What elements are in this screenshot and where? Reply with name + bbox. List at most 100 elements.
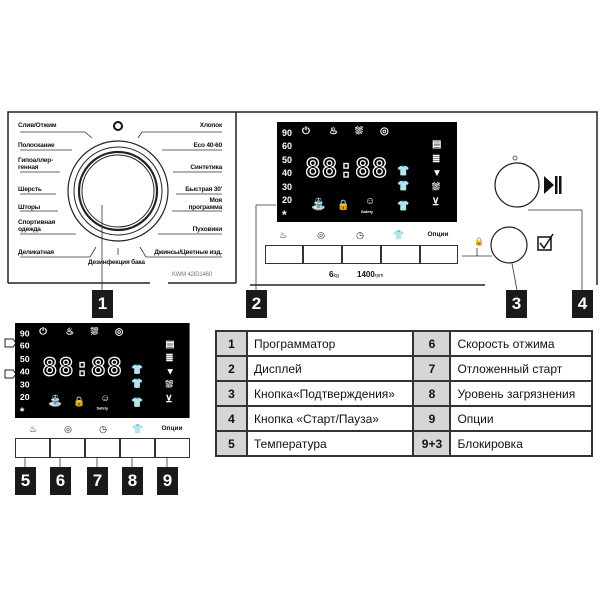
callout-9: 9 (157, 467, 178, 495)
option-water-icon: ⊻ (165, 394, 173, 405)
temp-30: 30 (19, 380, 30, 390)
program-cotton: Хлопок (199, 122, 223, 129)
safety-icon: ☺ (365, 196, 376, 207)
legend-label: Дисплей (245, 355, 415, 382)
program-down: Пуховики (192, 226, 223, 233)
cold-icon: * (282, 208, 287, 222)
callout-8: 8 (122, 467, 143, 495)
temp-90: 90 (282, 128, 293, 138)
legend-label: Опции (449, 405, 593, 432)
legend-number: 3 (215, 380, 248, 407)
soil-level-icon: 👕 (132, 424, 144, 434)
option-soak-icon: ⛆ (432, 182, 440, 193)
legend-label: Отложенный старт (449, 355, 593, 382)
temp-20: 20 (282, 195, 293, 205)
program-drum-disinfection: Дезинфекция бака (88, 259, 145, 266)
temp-20: 20 (19, 392, 30, 402)
rinse-icon: ⛆ (90, 326, 99, 338)
spin-speed-button[interactable] (303, 245, 342, 264)
model-label: KWM 42ID1460 (172, 272, 212, 278)
temperature-icon: ♨ (278, 230, 288, 240)
display-enlarged: 90 60 50 40 30 20 * ⏻ ♨ ⛆ ◎ 88:88 ⛲ 🔒 ☺ … (15, 323, 190, 418)
program-wool: Шерсть (18, 186, 42, 193)
callout-1: 1 (92, 290, 113, 318)
soil-heavy-icon: 👕 (131, 364, 144, 376)
option-steam-icon: ▼ (432, 168, 442, 179)
temperature-button[interactable] (15, 438, 50, 458)
power-icon: ⏻ (39, 326, 47, 338)
delay-start-icon: ◷ (356, 230, 364, 240)
soil-level-icon: 👕 (393, 230, 405, 240)
temp-60: 60 (282, 141, 293, 151)
soil-level-button[interactable] (381, 245, 420, 264)
callout-4: 4 (572, 290, 593, 318)
soil-medium-icon: 👕 (131, 379, 144, 390)
temp-40: 40 (282, 168, 293, 178)
display-detail: 90 60 50 40 30 20 * ⏻ ♨ ⛆ ◎ 88:88 ⛲ 🔒 ☺ … (15, 323, 190, 418)
option-water-icon: ⊻ (432, 197, 440, 208)
legend-label: Уровень загрязнения (449, 380, 593, 407)
lock-icon: 🔒 (73, 397, 86, 408)
indicator-led (113, 121, 123, 131)
spin-spec: 1400rpm (357, 270, 384, 279)
callout-2: 2 (246, 290, 267, 318)
callout-6: 6 (50, 467, 71, 495)
child-lock-icon: 🔒 (474, 237, 484, 246)
program-my-program: Моя программа (188, 197, 222, 211)
temp-50: 50 (282, 155, 293, 165)
options-label: Опции (427, 231, 449, 238)
temp-60: 60 (19, 341, 30, 351)
program-dial (67, 140, 169, 242)
soil-medium-icon: 👕 (397, 181, 410, 192)
temp-90: 90 (19, 328, 30, 339)
lock-icon: 🔒 (337, 200, 350, 211)
program-delicate: Деликатная (18, 249, 54, 256)
soil-light-icon: 👕 (397, 201, 410, 212)
program-drain-spin: Слив/Отжим (18, 122, 57, 129)
legend-label: Кнопка «Старт/Пауза» (245, 405, 415, 432)
program-rinse: Полоскание (18, 142, 55, 149)
options-label: Опции (161, 425, 183, 432)
program-synthetics: Синтетика (190, 164, 222, 171)
program-curtains: Шторы (18, 204, 41, 211)
confirm-button (490, 226, 528, 264)
soil-heavy-icon: 👕 (397, 166, 410, 177)
safety-label: Safety (361, 209, 374, 214)
temperature-button[interactable] (265, 245, 303, 264)
legend-number: 5 (215, 430, 248, 457)
program-sportswear: Спортивная одежда (18, 219, 55, 233)
callout-3: 3 (506, 290, 527, 318)
spin-speed-icon: ◎ (317, 230, 325, 240)
options-button[interactable] (420, 245, 458, 264)
safety-icon: ☺ (100, 393, 111, 404)
legend-number: 4 (215, 405, 248, 432)
start-pause-button (494, 162, 540, 208)
legend-number: 6 (412, 330, 452, 357)
spin-speed-button[interactable] (50, 438, 85, 458)
option-steam-icon: ▼ (165, 366, 175, 378)
legend-number: 7 (412, 355, 452, 382)
legend-label: Температура (245, 430, 415, 457)
delay-start-button[interactable] (85, 438, 120, 458)
legend-label: Блокировка (449, 430, 593, 457)
delay-start-button[interactable] (342, 245, 381, 264)
legend-number: 8 (412, 380, 452, 407)
tap-icon: ⛲ (311, 197, 326, 211)
spin-icon: ◎ (380, 126, 389, 137)
option-prewash-icon: ▤ (432, 139, 442, 150)
temp-40: 40 (19, 366, 30, 377)
delay-start-icon: ◷ (99, 424, 107, 434)
soil-level-button[interactable] (120, 438, 155, 458)
options-button[interactable] (155, 438, 190, 458)
callout-7: 7 (87, 467, 108, 495)
legend-number: 2 (215, 355, 248, 382)
spin-speed-icon: ◎ (64, 424, 72, 434)
temp-50: 50 (19, 354, 30, 364)
tap-icon: ⛲ (47, 394, 63, 408)
